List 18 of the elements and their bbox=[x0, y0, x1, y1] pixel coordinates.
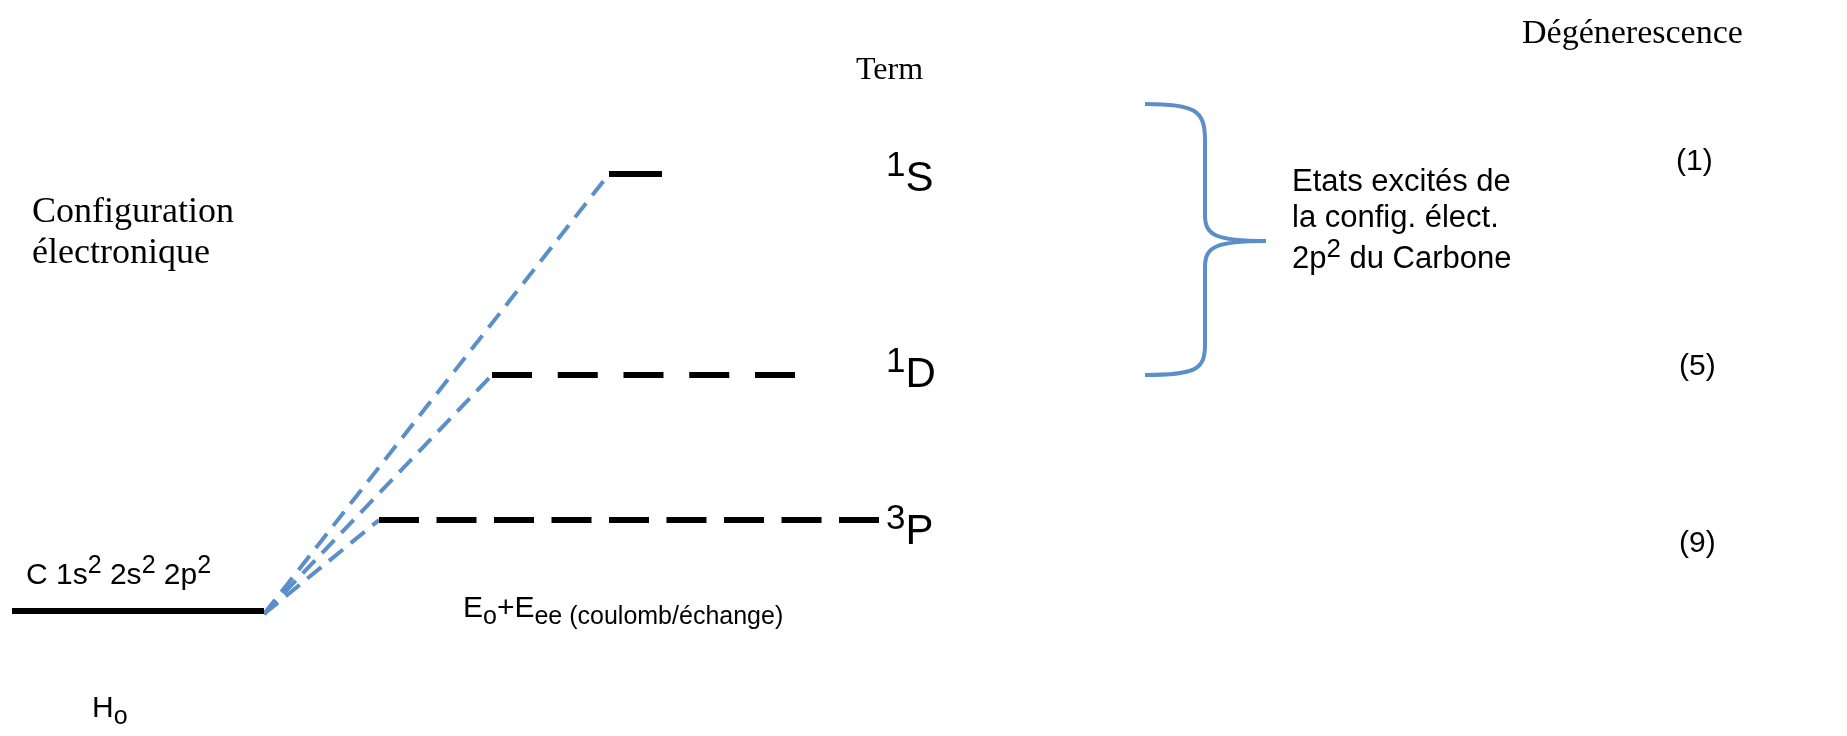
energy-level bbox=[492, 372, 795, 378]
degeneracy-value: (9) bbox=[1679, 525, 1716, 560]
degeneracy-value: (5) bbox=[1679, 348, 1716, 383]
brace-annotation: Etats excités de la config. élect. 2p$^{2}$ du Carbone bbox=[1292, 163, 1513, 277]
column-heading: Dégénerescence bbox=[1522, 12, 1743, 52]
term-symbol: $^{1}$S bbox=[886, 144, 934, 202]
correlation-line bbox=[262, 518, 381, 616]
energy-label: E$_{o}$+E$_{ee (coulomb/échange)}$ bbox=[463, 590, 784, 630]
energy-level bbox=[379, 517, 879, 523]
term-symbol: $^{1}$D bbox=[886, 340, 936, 398]
term-symbol: $^{3}$P bbox=[886, 497, 934, 555]
hamiltonian-label: H$_{o}$ bbox=[92, 690, 128, 730]
column-heading: Term bbox=[856, 50, 924, 87]
degeneracy-value: (1) bbox=[1676, 143, 1713, 178]
configuration-label: C 1s$^{2}$ 2s$^{2}$ 2p$^{2}$ bbox=[26, 550, 212, 592]
energy-level bbox=[12, 608, 264, 614]
section-label: Configuration électronique bbox=[32, 190, 235, 273]
energy-level bbox=[609, 171, 662, 177]
